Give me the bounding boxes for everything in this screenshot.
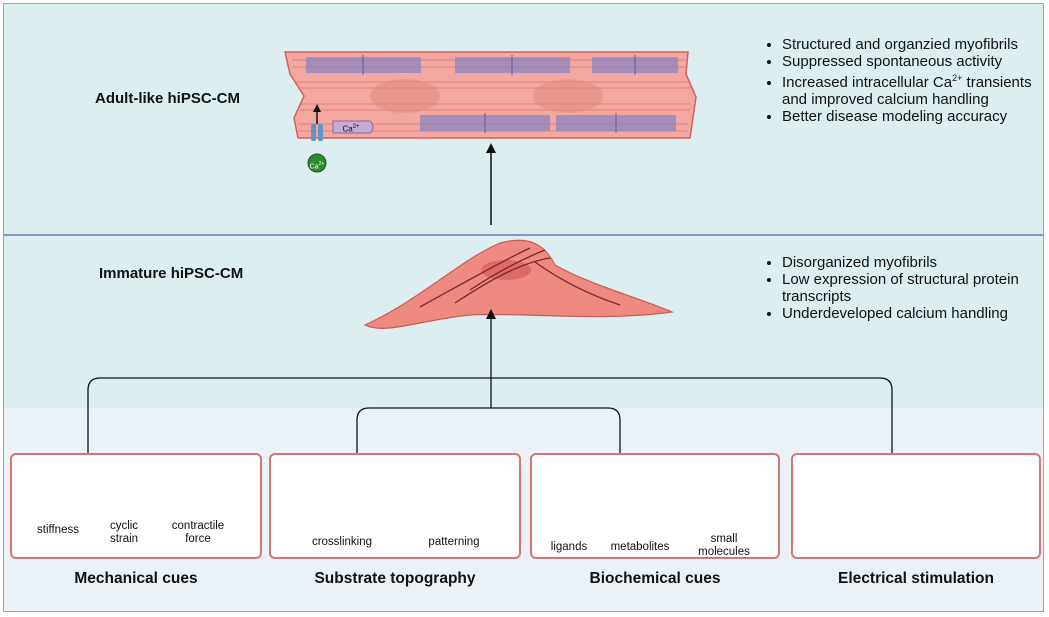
substrate-topography-title: Substrate topography [314,570,476,587]
biochemical-cues-title: Biochemical cues [589,570,721,587]
electrical-stimulation-title: Electrical stimulation [838,570,994,587]
calcium-pump-label: Ca2+ [342,124,360,134]
substrate-topography-card [269,453,521,559]
mechanical-cues-title: Mechanical cues [74,570,198,587]
immature-feature-1: Disorganized myofibrils [782,254,1042,271]
electrical-stimulation-card [791,453,1041,559]
stage-divider [4,234,1043,236]
calcium-pump-icon [332,120,374,134]
cue-connectors [87,318,893,453]
biochemical-cues-card [530,453,780,559]
stiffness-label: stiffness [37,524,79,536]
immature-stage-label: Immature hiPSC-CM [99,265,244,282]
metabolites-label: metabolites [610,541,670,553]
adult-cardiomyocyte [284,51,697,139]
immature-feature-2: Low expression of structural protein tra… [782,271,1042,305]
ligands-label: ligands [550,541,588,553]
patterning-label: patterning [428,536,480,548]
calcium-ion-label: Ca2+ [309,161,325,171]
adult-feature-1: Structured and organzied myofibrils [782,36,1042,53]
immature-feature-3: Underdeveloped calcium handling [782,305,1042,322]
adult-feature-4: Better disease modeling accuracy [782,108,1042,125]
crosslinking-label: crosslinking [311,536,373,548]
maturation-arrowhead [486,143,496,153]
calcium-ion-icon [307,153,327,173]
adult-features-list: Structured and organzied myofibrils Supp… [762,36,1042,125]
cues-arrowhead [486,309,496,319]
immature-features-list: Disorganized myofibrils Low expression o… [762,254,1042,322]
adult-stage-label: Adult-like hiPSC-CM [95,90,240,107]
mechanical-cues-card [10,453,262,559]
figure-frame [3,3,1044,612]
cyclic-strain-label: cyclic strain [109,520,139,545]
immature-cardiomyocyte [363,239,675,329]
contractile-force-label: contractile force [171,520,225,545]
adult-feature-2: Suppressed spontaneous activity [782,53,1042,70]
calcium-channel-icon [311,104,323,141]
adult-feature-3: Increased intracellular Ca2+ transients … [782,70,1042,108]
small-molecules-label: small molecules [698,533,750,558]
